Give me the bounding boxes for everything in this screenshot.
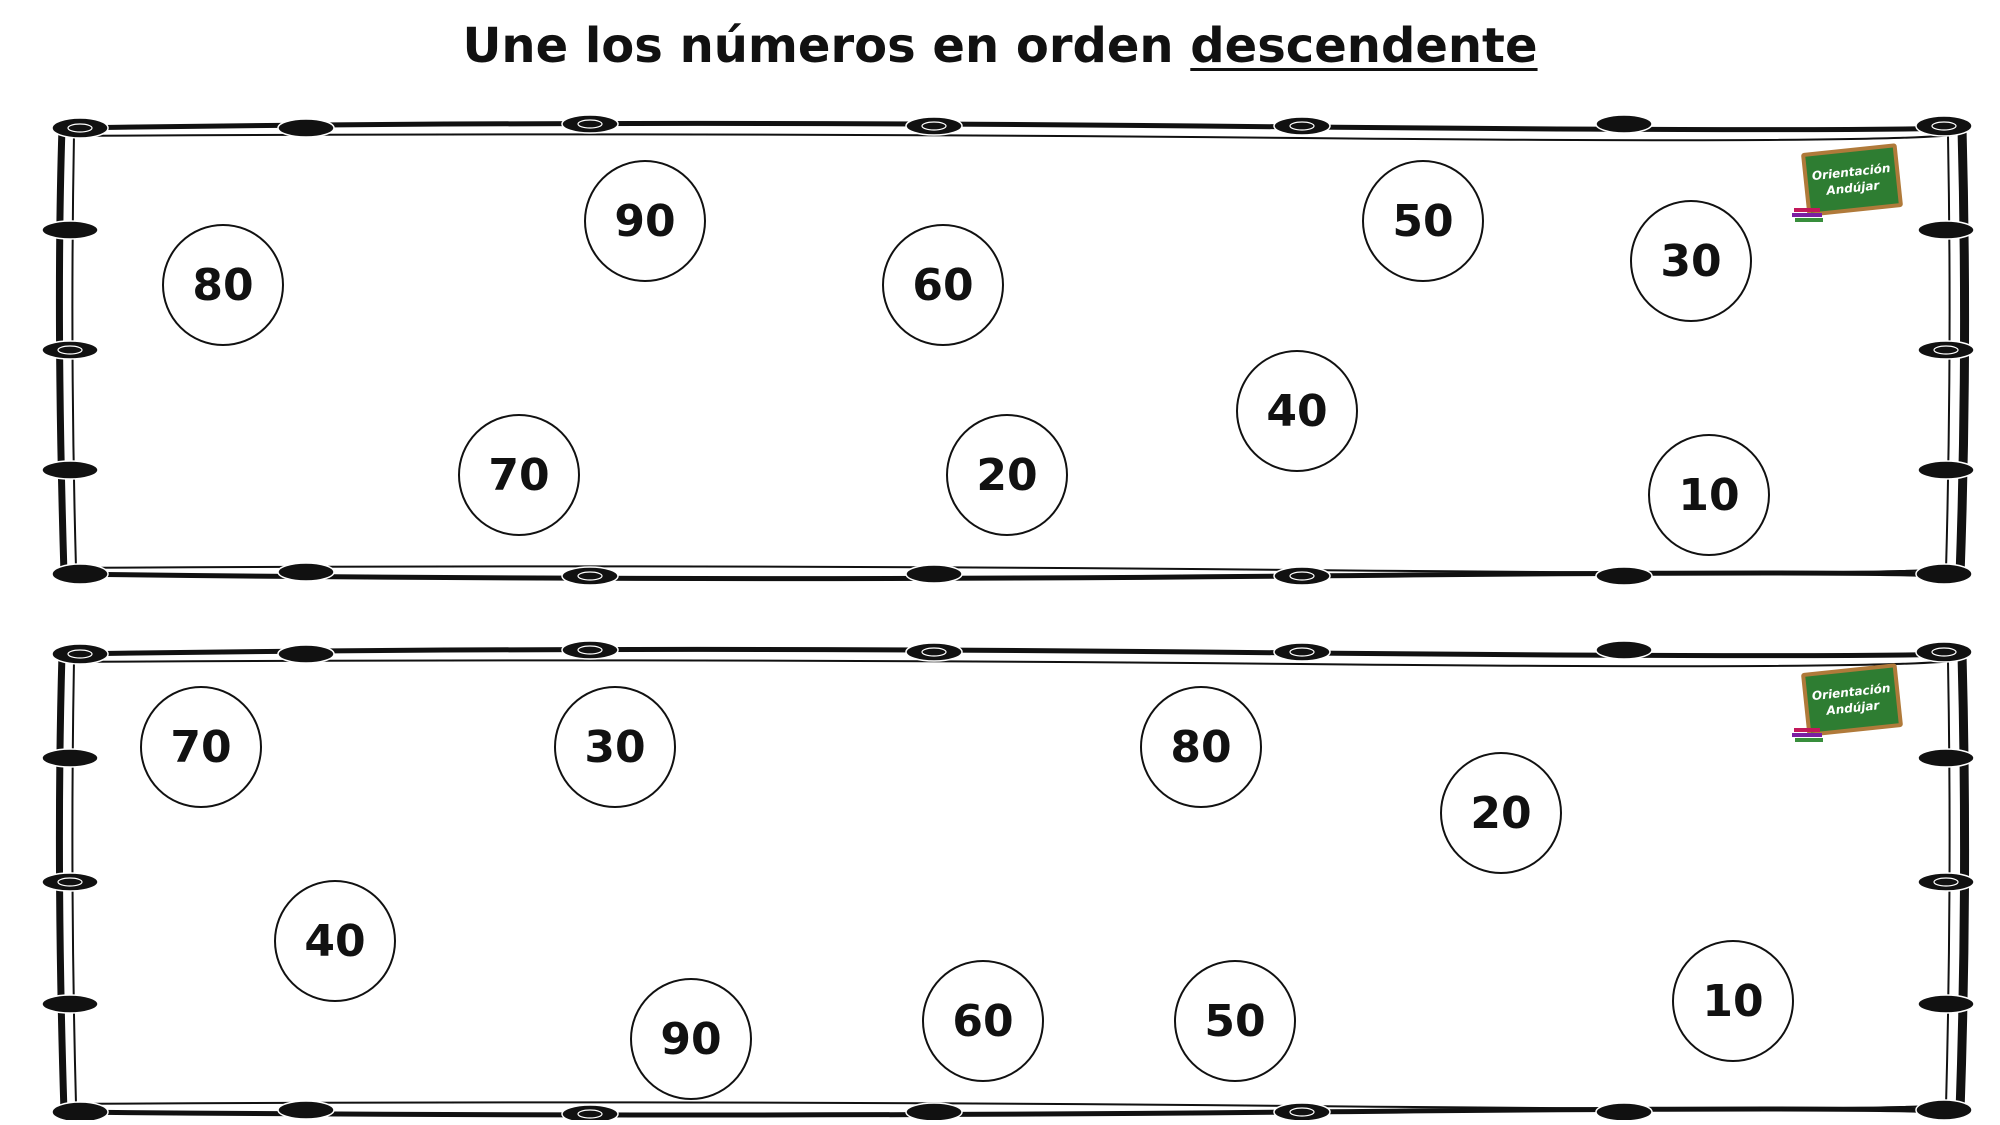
- decorative-frame: [41, 640, 1975, 1120]
- number-circle[interactable]: 10: [1672, 940, 1794, 1062]
- worksheet-title: Une los números en orden descendente: [0, 18, 2000, 74]
- books-icon: [1792, 728, 1823, 742]
- activity-panel-1: Orientación Andújar 80 90 60 50 30 40 70…: [0, 112, 2000, 592]
- number-circle[interactable]: 70: [458, 414, 580, 536]
- number-circle[interactable]: 20: [946, 414, 1068, 536]
- number-circle[interactable]: 60: [922, 960, 1044, 1082]
- chalkboard-icon: Orientación Andújar: [1800, 143, 1904, 217]
- number-circle[interactable]: 70: [140, 686, 262, 808]
- orientacion-andujar-logo: Orientación Andújar: [1792, 663, 1904, 742]
- number-circle[interactable]: 90: [584, 160, 706, 282]
- number-circle[interactable]: 80: [1140, 686, 1262, 808]
- decorative-frame: [41, 114, 1975, 586]
- number-circle[interactable]: 40: [274, 880, 396, 1002]
- number-circle[interactable]: 40: [1236, 350, 1358, 472]
- number-circle[interactable]: 20: [1440, 752, 1562, 874]
- books-icon: [1792, 208, 1823, 222]
- number-circle[interactable]: 60: [882, 224, 1004, 346]
- title-emphasis: descendente: [1190, 18, 1538, 74]
- number-circle[interactable]: 10: [1648, 434, 1770, 556]
- number-circle[interactable]: 90: [630, 978, 752, 1100]
- chalkboard-icon: Orientación Andújar: [1800, 663, 1904, 737]
- title-prefix: Une los números en orden: [462, 18, 1191, 74]
- number-circle[interactable]: 80: [162, 224, 284, 346]
- number-circle[interactable]: 30: [1630, 200, 1752, 322]
- number-circle[interactable]: 50: [1362, 160, 1484, 282]
- number-circle[interactable]: 50: [1174, 960, 1296, 1082]
- number-circle[interactable]: 30: [554, 686, 676, 808]
- activity-panel-2: Orientación Andújar 70 30 80 20 40 10 90…: [0, 640, 2000, 1120]
- orientacion-andujar-logo: Orientación Andújar: [1792, 143, 1904, 222]
